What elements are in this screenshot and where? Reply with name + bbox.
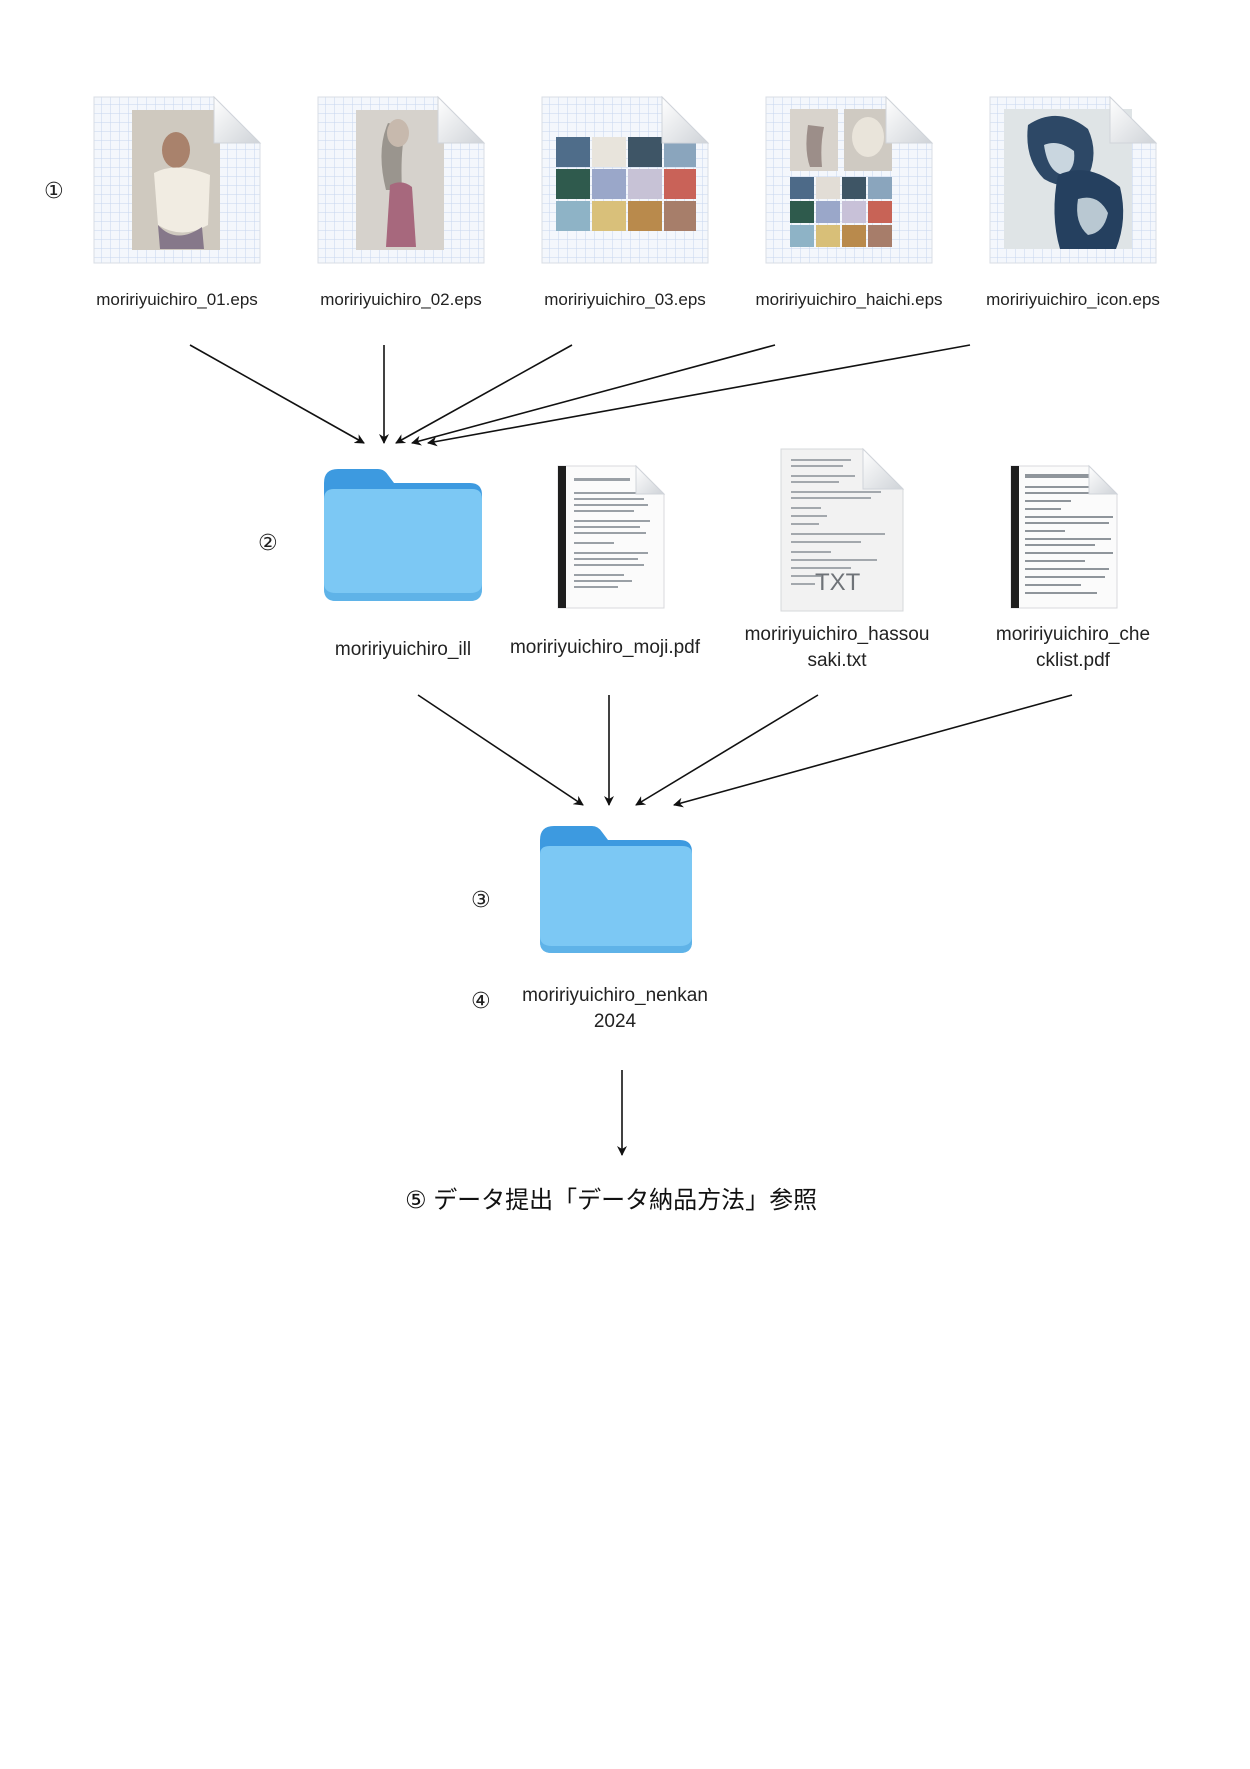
- folder-name-nenkan-line2: 2024: [593, 1011, 637, 1032]
- step-3-marker: ③: [471, 888, 491, 913]
- file-icon-02[interactable]: [316, 95, 486, 265]
- folder-icon: [540, 826, 692, 953]
- pdf-document-icon: [1010, 464, 1119, 609]
- arrow-ill-to-nenkan: [417, 694, 584, 806]
- step-1-marker: ①: [44, 179, 64, 204]
- file-name-icon: moririyuichiro_icon.eps: [986, 290, 1160, 309]
- file-name-checklist-line1: moririyuichiro_che: [995, 624, 1151, 645]
- folder-name-nenkan: moririyuichiro_nenkan 2024: [495, 983, 735, 1035]
- step-4-marker: ④: [471, 989, 491, 1014]
- arrow-haichi-to-ill: [411, 344, 776, 446]
- submission-caption-text: データ提出「データ納品方法」参照: [433, 1187, 818, 1214]
- folder-icon: [324, 469, 482, 601]
- pdf-document-icon: [557, 464, 666, 609]
- folder-name-nenkan-line1: moririyuichiro_nenkan: [522, 985, 708, 1006]
- arrow-01-to-ill: [189, 344, 365, 444]
- file-name-hassousaki-line2: saki.txt: [807, 650, 867, 671]
- folder-ill[interactable]: [320, 465, 486, 605]
- arrow-hassousaki-to-nenkan: [635, 694, 819, 806]
- folder-name-ill: moririyuichiro_ill: [334, 639, 472, 660]
- txt-badge: TXT: [815, 569, 861, 596]
- eps-portrait-icon: [989, 95, 1158, 264]
- file-icon-checklist[interactable]: [1003, 462, 1123, 612]
- step-5-marker: ⑤: [405, 1187, 427, 1214]
- submission-caption: ⑤ データ提出「データ納品方法」参照: [405, 1180, 817, 1215]
- eps-layout-icon: [765, 95, 934, 264]
- file-name-01: moririyuichiro_01.eps: [96, 290, 258, 309]
- file-name-moji: moririyuichiro_moji.pdf: [509, 637, 701, 658]
- file-icon-moji[interactable]: [550, 462, 670, 612]
- file-name-hassousaki: moririyuichiro_hassou saki.txt: [722, 622, 952, 674]
- file-icon-01[interactable]: [92, 95, 262, 265]
- arrow-checklist-to-nenkan: [673, 694, 1073, 808]
- folder-nenkan[interactable]: [536, 822, 696, 957]
- file-icon-03[interactable]: [540, 95, 710, 265]
- file-icon-hassousaki[interactable]: TXT: [777, 445, 907, 615]
- arrow-03-to-ill: [395, 344, 573, 444]
- file-name-hassousaki-line1: moririyuichiro_hassou: [744, 624, 930, 645]
- file-name-02: moririyuichiro_02.eps: [320, 290, 482, 309]
- txt-document-icon: [780, 447, 905, 612]
- eps-collage-icon: [541, 95, 710, 264]
- eps-illustration-icon: [93, 95, 262, 264]
- file-name-haichi: moririyuichiro_haichi.eps: [755, 290, 943, 309]
- file-name-03: moririyuichiro_03.eps: [544, 290, 706, 309]
- eps-illustration-icon: [317, 95, 486, 264]
- file-icon-haichi[interactable]: [764, 95, 934, 265]
- file-icon-icon[interactable]: [988, 95, 1158, 265]
- file-name-checklist-line2: cklist.pdf: [1036, 650, 1110, 671]
- step-2-marker: ②: [258, 531, 278, 556]
- file-name-checklist: moririyuichiro_che cklist.pdf: [958, 622, 1188, 674]
- arrow-icon-to-ill: [427, 344, 971, 447]
